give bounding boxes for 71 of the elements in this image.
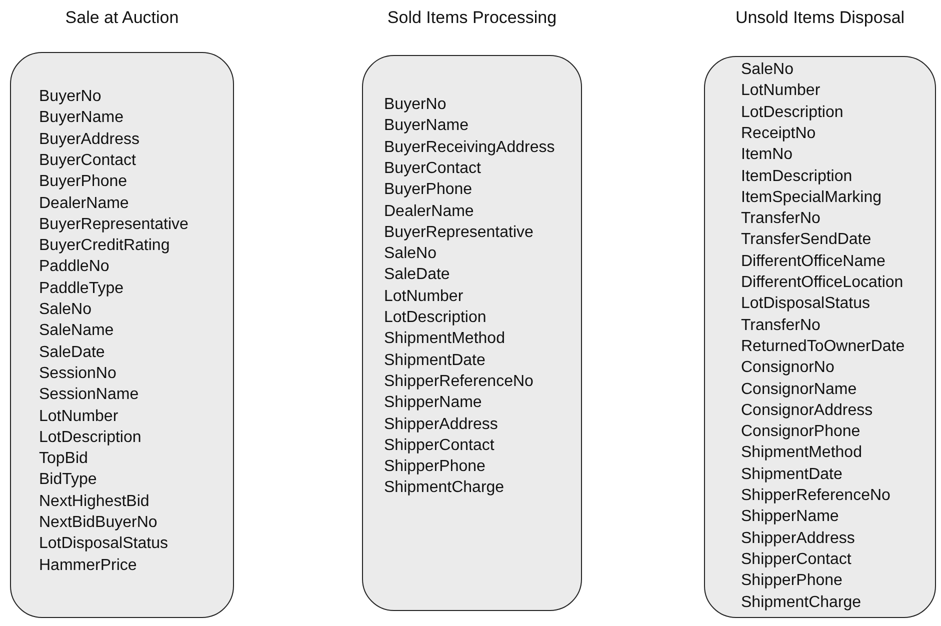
attribute-name: ShipperName xyxy=(384,393,482,414)
attribute-name: SaleNo xyxy=(741,60,794,80)
attribute-name: LotDescription xyxy=(384,308,486,328)
attribute-name: PaddleNo xyxy=(39,257,110,278)
attribute-name: ConsignorAddress xyxy=(741,400,873,421)
attribute-name: ReturnedToOwnerDate xyxy=(741,336,905,357)
attribute-name: ShipperReferenceNo xyxy=(384,372,534,392)
attribute-name: ShipperAddress xyxy=(384,414,498,434)
attribute-name: BuyerAddress xyxy=(39,130,140,150)
attribute-name: LotDisposalStatus xyxy=(741,294,870,314)
attribute-name: ShipperContact xyxy=(741,550,852,570)
attribute-name: BuyerContact xyxy=(39,150,136,171)
attribute-name: ShipperReferenceNo xyxy=(741,486,890,506)
attribute-name: ConsignorPhone xyxy=(741,422,860,442)
attribute-name: ShipperName xyxy=(741,507,839,528)
attribute-name: BuyerRepresentative xyxy=(384,222,534,243)
attribute-name: ShipmentDate xyxy=(384,350,486,371)
entity-title: Sale at Auction xyxy=(64,8,180,28)
attribute-name: ShipmentMethod xyxy=(741,443,862,464)
attribute-name: SaleNo xyxy=(39,300,92,320)
attribute-name: ShipperPhone xyxy=(741,571,842,592)
attribute-name: SaleName xyxy=(39,321,114,342)
entity-title: Unsold Items Disposal xyxy=(734,8,906,28)
attribute-name: LotNumber xyxy=(741,81,820,102)
attribute-name: BuyerReceivingAddress xyxy=(384,138,555,158)
attribute-name: ShipperPhone xyxy=(384,457,486,478)
attribute-name: LotNumber xyxy=(39,406,118,426)
attribute-name: ShipperContact xyxy=(384,436,494,456)
attribute-name: LotNumber xyxy=(384,286,464,307)
attribute-name: TopBid xyxy=(39,449,88,470)
attribute-name: BuyerName xyxy=(384,116,468,136)
attribute-name: TransferNo xyxy=(741,209,820,230)
attribute-name: SessionName xyxy=(39,385,139,406)
attribute-name: BuyerContact xyxy=(384,158,481,179)
attribute-name: BuyerCreditRating xyxy=(39,236,170,256)
attribute-name: NextBidBuyerNo xyxy=(39,513,158,533)
attribute-name: ShipmentCharge xyxy=(741,592,862,612)
attribute-name: ItemDescription xyxy=(741,166,852,186)
attribute-name: SaleDate xyxy=(39,342,105,363)
attribute-name: ConsignorNo xyxy=(741,358,834,378)
attribute-name: BuyerNo xyxy=(384,95,446,115)
attribute-name: ShipperAddress xyxy=(741,528,855,549)
attribute-name: ItemNo xyxy=(741,145,793,166)
attribute-name: DealerName xyxy=(39,194,129,214)
attribute-name: ItemSpecialMarking xyxy=(741,188,882,208)
attribute-name: DifferentOfficeName xyxy=(741,252,886,272)
attribute-name: LotDescription xyxy=(39,428,142,448)
entity-title: Sold Items Processing xyxy=(386,8,558,28)
attribute-name: ConsignorName xyxy=(741,380,857,400)
attribute-name: LotDisposalStatus xyxy=(39,534,168,554)
attribute-name: ShipmentDate xyxy=(741,464,842,485)
attribute-name: TransferNo xyxy=(741,316,820,336)
attribute-name: BuyerPhone xyxy=(384,180,472,200)
attribute-name: SaleNo xyxy=(384,244,436,264)
attribute-name: SessionNo xyxy=(39,364,116,384)
attribute-name: ShipmentMethod xyxy=(384,329,505,350)
attribute-name: ShipmentCharge xyxy=(384,478,504,498)
attribute-name: ReceiptNo xyxy=(741,124,816,144)
attribute-name: DealerName xyxy=(384,202,474,222)
attribute-name: SaleDate xyxy=(384,265,450,286)
attribute-name: PaddleType xyxy=(39,278,124,299)
attribute-name: BuyerNo xyxy=(39,87,102,107)
attribute-name: BuyerPhone xyxy=(39,172,128,192)
attribute-name: HammerPrice xyxy=(39,556,137,576)
attribute-name: DifferentOfficeLocation xyxy=(741,273,904,293)
attribute-name: BidType xyxy=(39,470,97,490)
attribute-name: TransferSendDate xyxy=(741,230,872,250)
attribute-name: LotDescription xyxy=(741,102,844,123)
attribute-name: BuyerName xyxy=(39,108,124,128)
attribute-name: NextHighestBid xyxy=(39,492,150,512)
attribute-name: BuyerRepresentative xyxy=(39,214,188,235)
